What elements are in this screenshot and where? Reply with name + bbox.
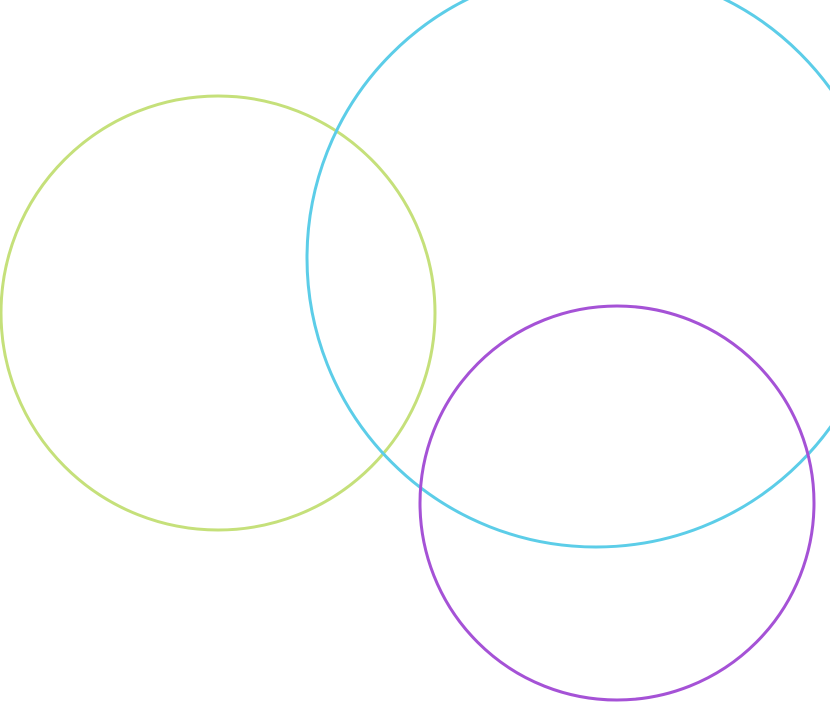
cyan-circle [305, 0, 830, 549]
purple-circle [418, 304, 816, 702]
green-circle [0, 94, 437, 532]
